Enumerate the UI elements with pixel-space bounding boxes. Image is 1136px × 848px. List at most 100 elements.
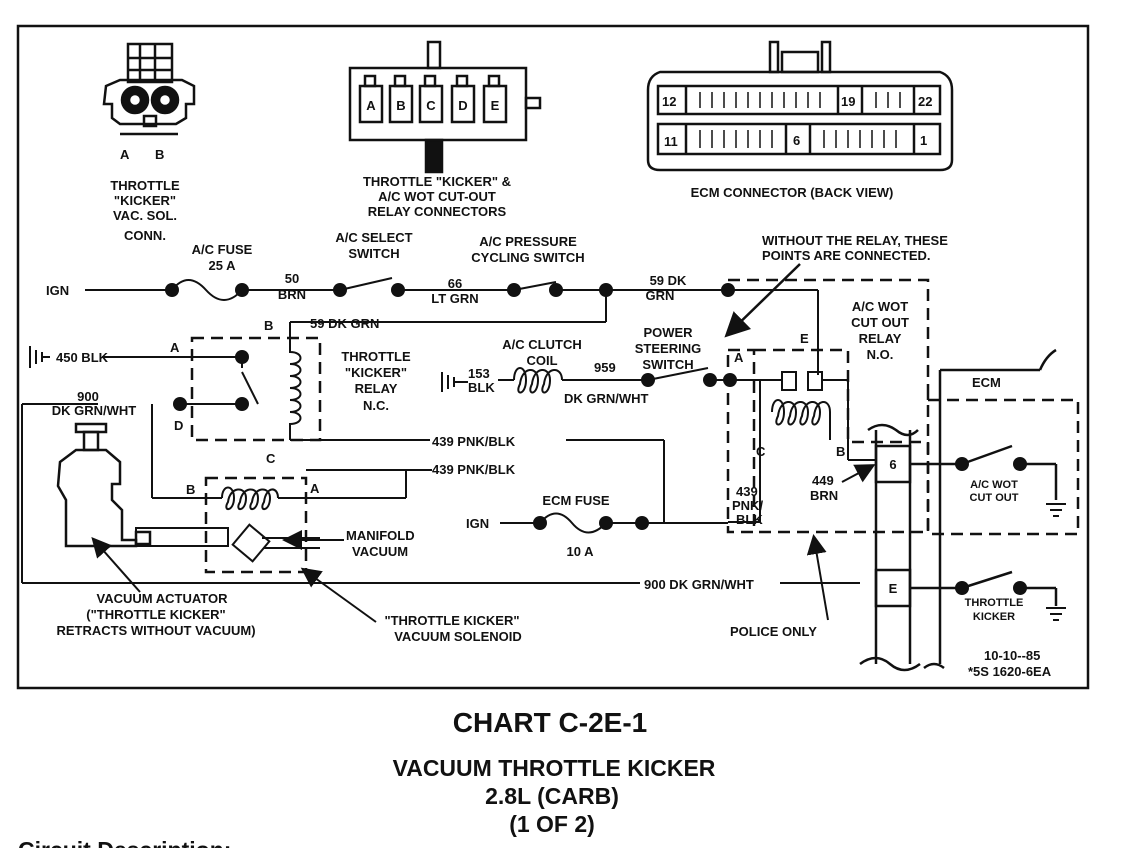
kicker-connector (102, 42, 196, 136)
police-only-box (726, 348, 930, 534)
ac-wot-letter-a: A (734, 350, 744, 365)
ecm-fuse-node-1 (533, 516, 547, 530)
wire-66-color: LT GRN (431, 291, 478, 306)
relay-conn-label-3: RELAY CONNECTORS (368, 204, 507, 219)
police-only-label: POLICE ONLY (730, 624, 817, 639)
ecm-pin-11: 11 (664, 134, 678, 149)
blk-450: 450 BLK (56, 350, 109, 365)
relay-conn-label-1: THROTTLE "KICKER" & (363, 174, 511, 189)
brn-449-color: BRN (810, 488, 838, 503)
vacuum-actuator (56, 422, 152, 548)
diagram-frame (16, 24, 1090, 690)
subtitle-3: (1 OF 2) (509, 811, 595, 837)
ign-label-2: IGN (466, 516, 489, 531)
actuator-label-2: ("THROTTLE KICKER" (86, 607, 225, 622)
tk-relay-label-4: N.C. (363, 398, 389, 413)
ecm-pin-1: 1 (920, 133, 927, 148)
vacuum-solenoid (135, 486, 320, 563)
ecm-node-3 (955, 581, 969, 595)
relay-pin-c: C (426, 98, 436, 113)
actuator-label-1: VACUUM ACTUATOR (97, 591, 229, 606)
ac-wot-relay-label-1: A/C WOT (852, 299, 908, 314)
ecm-fuse-node-3 (635, 516, 649, 530)
without-relay-note-2: POINTS ARE CONNECTED. (762, 248, 931, 263)
ecm-pin-12: 12 (662, 94, 676, 109)
wire-900-color: DK GRN/WHT (52, 403, 137, 418)
circuit-description-heading: Circuit Description: (18, 837, 231, 848)
ecm-connector (646, 40, 954, 172)
police-arrow (806, 534, 829, 621)
ecm-block (859, 348, 1058, 672)
ps-switch-label-1: POWER (643, 325, 693, 340)
manifold-label-1: MANIFOLD (346, 528, 415, 543)
ecm-connector-label: ECM CONNECTOR (BACK VIEW) (691, 185, 894, 200)
solenoid-arrow (300, 567, 377, 623)
tk-relay-box (190, 336, 322, 442)
ac-clutch-label-1: A/C CLUTCH (502, 337, 581, 352)
ac-wot-relay-label-2: CUT OUT (851, 315, 909, 330)
ecm-node-2 (1013, 457, 1027, 471)
ecm-fuse-label: ECM FUSE (542, 493, 610, 508)
brn-449-arrow (841, 464, 876, 483)
ac-pressure-label-1: A/C PRESSURE (479, 234, 577, 249)
actuator-label-3: RETRACTS WITHOUT VACUUM) (56, 623, 255, 638)
kicker-conn-label-3: VAC. SOL. (113, 208, 177, 223)
ecm-tk-label-2: KICKER (973, 611, 1015, 623)
tk-relay-letter-d: D (174, 418, 183, 433)
kicker-pin-a: A (120, 147, 130, 162)
subtitle-2: 2.8L (CARB) (485, 783, 619, 809)
kicker-conn-label-1: THROTTLE (110, 178, 180, 193)
tk-relay-node-d (235, 397, 249, 411)
ecm-pin-ticks (699, 92, 901, 148)
wire-900-num: 900 (77, 389, 99, 404)
clutch-node-1 (641, 373, 655, 387)
ecm-tk-label-1: THROTTLE (965, 597, 1024, 609)
wire-59-num: 59 DK (650, 273, 687, 288)
kicker-conn-label-4: CONN. (124, 228, 166, 243)
ecm-pin-19: 19 (841, 94, 855, 109)
manifold-label-2: VACUUM (352, 544, 408, 559)
wire-59-color: GRN (646, 288, 675, 303)
solenoid-label-1: "THROTTLE KICKER" (384, 613, 519, 628)
kicker-conn-label-2: "KICKER" (114, 193, 176, 208)
ecm-pin-22: 22 (918, 94, 932, 109)
ign-label-1: IGN (46, 283, 69, 298)
ecm-ac-wot-label-2: CUT OUT (970, 492, 1019, 504)
kicker-pin-b: B (155, 147, 164, 162)
pnk-blk-2: 439 PNK/BLK (432, 462, 516, 477)
ecm-ac-wot-label-1: A/C WOT (970, 479, 1018, 491)
pnk-439-num: 439 (736, 484, 758, 499)
pnk-439-color-1: PNK/ (732, 498, 763, 513)
ac-wot-relay-label-3: RELAY (859, 331, 902, 346)
w900b-bg (640, 577, 780, 591)
relay-conn-label-2: A/C WOT CUT-OUT (378, 189, 496, 204)
ac-pressure-label-2: CYCLING SWITCH (471, 250, 584, 265)
ecm-block-pin-e: E (889, 581, 898, 596)
wire-50-color: BRN (278, 287, 306, 302)
ecm-pin-6: 6 (793, 133, 800, 148)
chart-title: CHART C-2E-1 (453, 707, 647, 738)
ecm-dashed-box (926, 398, 1080, 536)
wire-959: 959 (594, 360, 616, 375)
relay-connector (348, 40, 542, 174)
wire-59-b: 59 DK GRN (310, 316, 379, 331)
wire-50-num: 50 (285, 271, 299, 286)
relay-pin-e: E (491, 98, 500, 113)
ac-fuse-amps: 25 A (209, 258, 237, 273)
ecm-node-1 (955, 457, 969, 471)
ecm-fuse-node-2 (599, 516, 613, 530)
solenoid-label-2: VACUUM SOLENOID (394, 629, 522, 644)
subtitle-1: VACUUM THROTTLE KICKER (393, 755, 716, 781)
tk-relay-node-a (235, 350, 249, 364)
blk-153-num: 153 (468, 366, 490, 381)
ac-fuse-label: A/C FUSE (192, 242, 253, 257)
pnk-label-bg-1 (430, 434, 566, 448)
ac-wot-relay-label-4: N.O. (867, 347, 894, 362)
relay-pin-d: D (458, 98, 467, 113)
ps-switch-label-3: SWITCH (642, 357, 693, 372)
ecm-block-pin-6: 6 (889, 457, 896, 472)
wire-900-bottom: 900 DK GRN/WHT (644, 577, 754, 592)
doc-date: 10-10--85 (984, 648, 1040, 663)
ps-switch-label-2: STEERING (635, 341, 701, 356)
